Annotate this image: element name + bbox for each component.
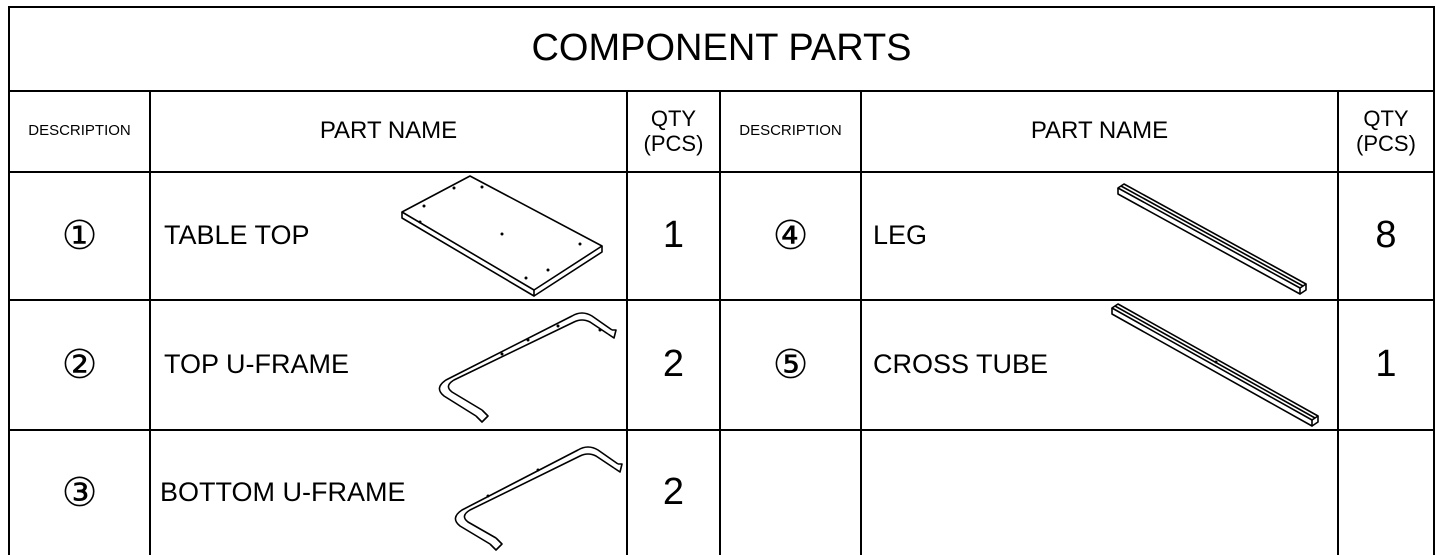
header-qty-label: QTY (650, 106, 697, 132)
top-u-frame-illustration (438, 312, 617, 423)
part-name-top-u-frame: TOP U-FRAME (164, 349, 350, 380)
header-part-name-left: PART NAME (319, 117, 458, 145)
header-pcs-label: (PCS) (643, 130, 704, 156)
header-description-left: DESCRIPTION (28, 122, 131, 140)
part-number-5: ⑤ (772, 343, 809, 387)
part-name-cross-tube: CROSS TUBE (873, 349, 1049, 380)
bottom-u-frame-illustration (454, 446, 623, 551)
part-qty-bottom-u-frame: 2 (662, 470, 685, 513)
part-name-leg: LEG (873, 220, 928, 251)
table-top-illustration (401, 175, 603, 297)
part-qty-cross-tube: 1 (1375, 343, 1397, 386)
part-number-1: ① (61, 214, 98, 258)
part-name-bottom-u-frame: BOTTOM U-FRAME (160, 476, 406, 507)
part-number-4: ④ (772, 214, 809, 258)
header-pcs-label: (PCS) (1356, 130, 1416, 156)
header-qty-left: QTY (PCS) (627, 91, 720, 172)
header-description-right: DESCRIPTION (739, 122, 842, 140)
part-qty-table-top: 1 (662, 214, 685, 257)
header-qty-label: QTY (1363, 106, 1409, 132)
header-part-name-right: PART NAME (1030, 117, 1169, 145)
leg-illustration (1117, 183, 1307, 295)
part-name-table-top: TABLE TOP (164, 220, 310, 251)
part-number-2: ② (61, 343, 98, 387)
part-qty-leg: 8 (1375, 214, 1397, 257)
part-qty-top-u-frame: 2 (662, 343, 685, 386)
table-title: COMPONENT PARTS (531, 27, 912, 70)
header-qty-right: QTY (PCS) (1338, 91, 1434, 172)
part-number-3: ③ (61, 470, 98, 515)
cross-tube-illustration (1111, 303, 1319, 427)
